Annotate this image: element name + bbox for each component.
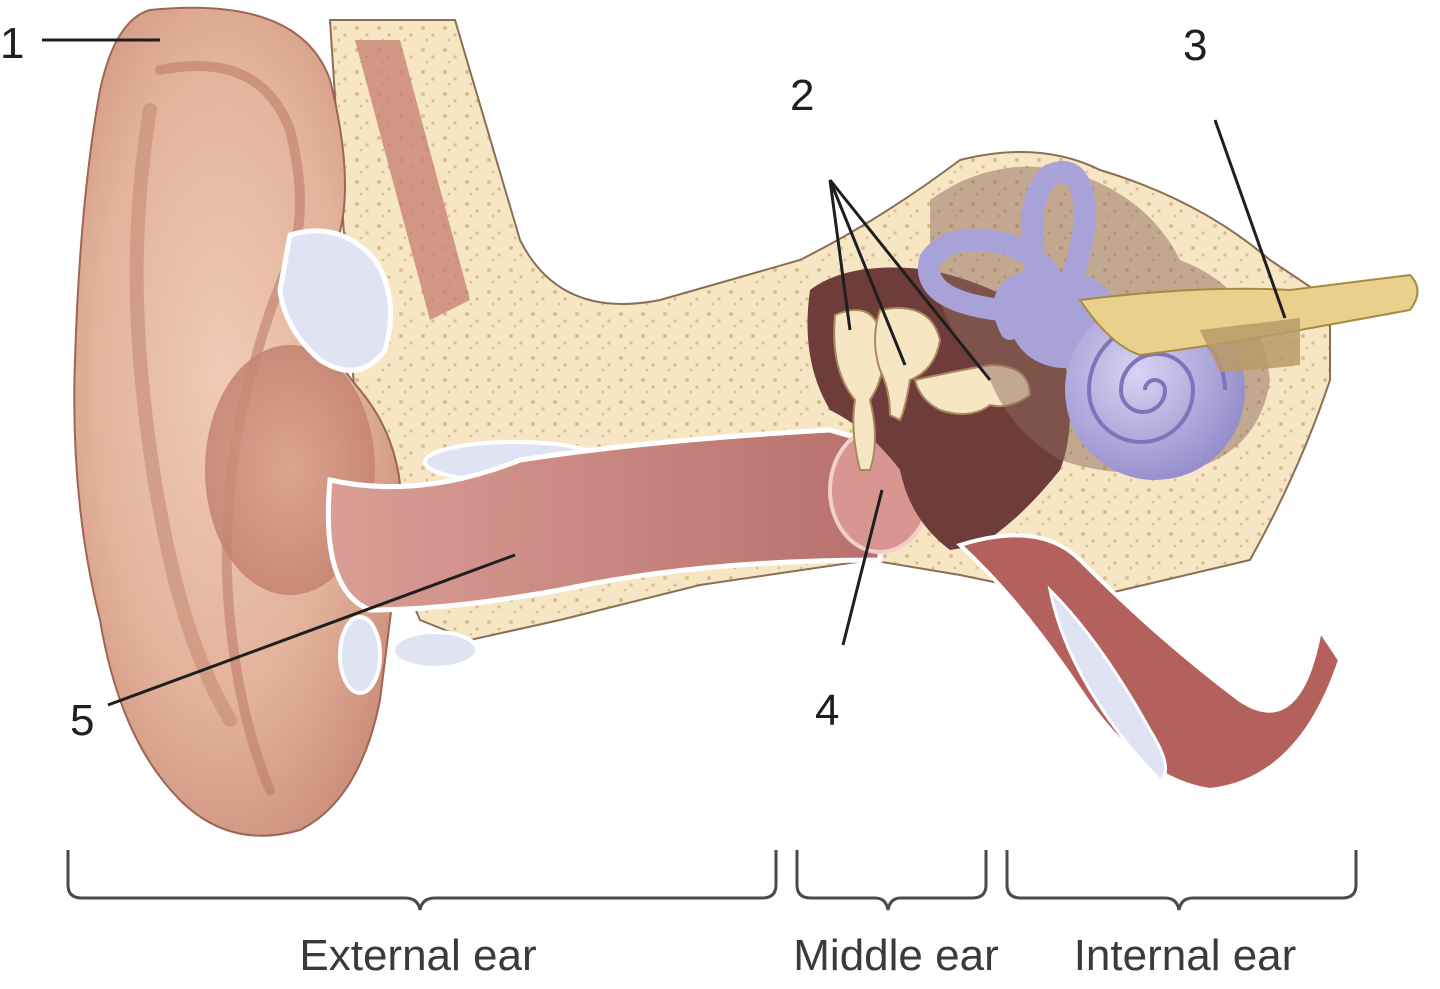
cochlear-nerve bbox=[1200, 318, 1300, 372]
internal-ear-bracket bbox=[1005, 850, 1358, 911]
vestibulocochlear-nerve bbox=[1078, 273, 1419, 357]
cartilage-lower-left bbox=[338, 615, 382, 695]
leader-line-3 bbox=[1213, 119, 1287, 319]
external-ear-bracket bbox=[66, 850, 778, 911]
leader-line-2c bbox=[828, 179, 992, 381]
callout-4: 4 bbox=[815, 686, 839, 735]
cartilage-upper bbox=[277, 228, 394, 373]
antihelix bbox=[129, 103, 237, 727]
external-ear-label: External ear bbox=[299, 931, 536, 980]
callout-1: 1 bbox=[0, 19, 24, 68]
leader-line-2a bbox=[828, 179, 852, 331]
cartilage-lower-right bbox=[391, 630, 479, 670]
callout-5: 5 bbox=[70, 696, 94, 745]
internal-ear-label: Internal ear bbox=[1074, 931, 1297, 980]
callout-2: 2 bbox=[790, 71, 814, 120]
auricular-muscle bbox=[355, 40, 470, 320]
leader-line-4 bbox=[841, 489, 884, 646]
helix-fold bbox=[155, 61, 305, 795]
auditory-tube-cartilage bbox=[1047, 585, 1168, 782]
middle-ear-label: Middle ear bbox=[793, 931, 998, 980]
incus bbox=[874, 307, 942, 422]
leader-line-2b bbox=[828, 179, 907, 366]
leader-line-5 bbox=[107, 553, 516, 707]
callout-3: 3 bbox=[1183, 21, 1207, 70]
middle-ear-bracket bbox=[795, 850, 988, 911]
